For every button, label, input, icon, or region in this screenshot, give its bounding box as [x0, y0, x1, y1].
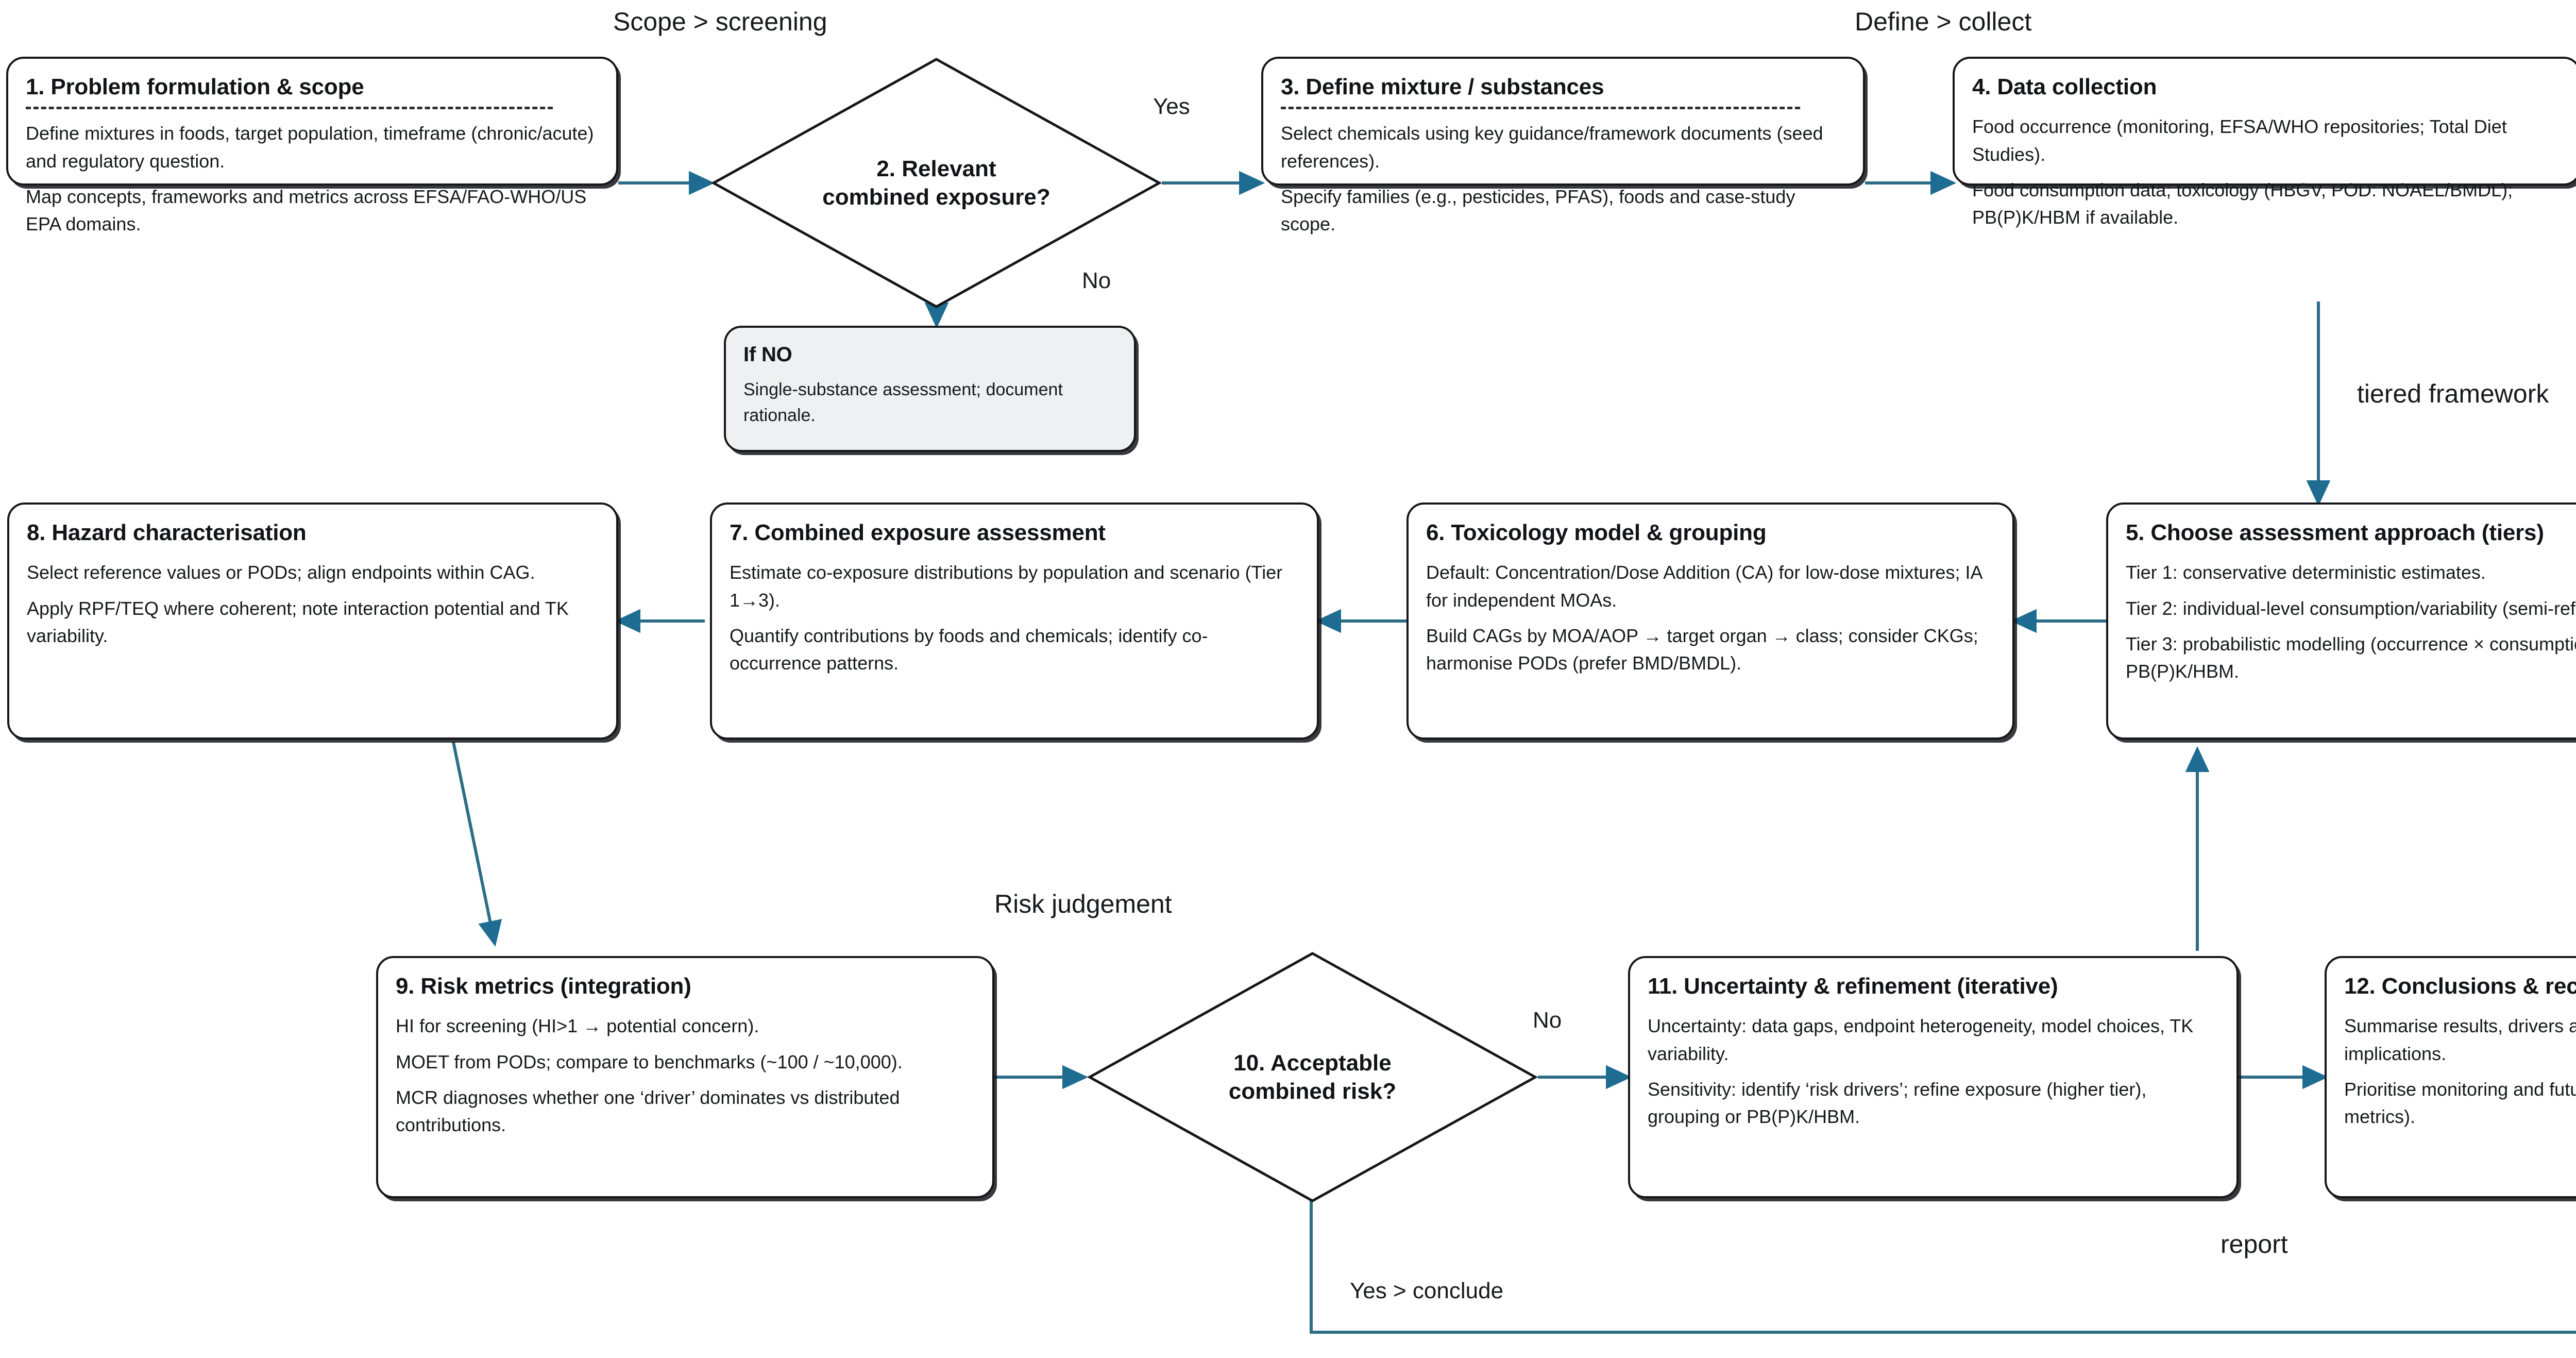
edge-8-to-9: [452, 742, 502, 947]
edge-label-no-from-2: No: [1082, 268, 1111, 293]
diamond-label: 10. Acceptable combined risk?: [1087, 951, 1538, 1203]
node-hazard-characterisation[interactable]: 8. Hazard characterisation Select refere…: [7, 502, 618, 740]
node-line: Estimate co-exposure distributions by po…: [730, 562, 1283, 611]
diamond-label-line: combined risk?: [1228, 1079, 1397, 1104]
annotation-define-collect: Define > collect: [1855, 7, 2032, 36]
node-line: Tier 3: probabilistic modelling (occurre…: [2126, 633, 2576, 682]
node-line: MOET from PODs; compare to benchmarks (~…: [396, 1051, 903, 1072]
diamond-shape: [711, 58, 1162, 308]
edge-label-yes-conclude: Yes > conclude: [1350, 1278, 1504, 1303]
annotation-risk-judgement: Risk judgement: [994, 890, 1172, 918]
node-line: Tier 2: individual-level consumption/var…: [2126, 597, 2576, 619]
node-acceptable-combined-risk[interactable]: 10. Acceptable combined risk?: [1087, 951, 1538, 1203]
node-line: Default: Concentration/Dose Addition (CA…: [1426, 562, 1982, 611]
node-data-collection[interactable]: 4. Data collection Food occurrence (moni…: [1953, 57, 2576, 228]
node-line: Quantify contributions by foods and chem…: [730, 625, 1208, 674]
node-title: 7. Combined exposure assessment: [730, 520, 1106, 545]
node-separator: [26, 107, 553, 110]
node-uncertainty-refinement[interactable]: 11. Uncertainty & refinement (iterative)…: [1628, 956, 2239, 1198]
node-line: Define mixtures in foods, target populat…: [26, 123, 594, 172]
node-title: 11. Uncertainty & refinement (iterative): [1648, 974, 2058, 999]
node-combined-exposure-assessment[interactable]: 7. Combined exposure assessment Estimate…: [710, 502, 1319, 740]
node-conclusions-recommendations[interactable]: 12. Conclusions & recommendations Summar…: [2325, 956, 2576, 1198]
node-title: 9. Risk metrics (integration): [396, 974, 691, 999]
node-title: 4. Data collection: [1972, 74, 2157, 99]
node-line: Food occurrence (monitoring, EFSA/WHO re…: [1972, 116, 2507, 165]
node-define-mixture[interactable]: 3. Define mixture / substances Select ch…: [1261, 57, 1865, 234]
node-choose-assessment-approach[interactable]: 5. Choose assessment approach (tiers) Ti…: [2106, 502, 2576, 740]
node-relevant-combined-exposure[interactable]: 2. Relevant combined exposure?: [711, 57, 1162, 309]
diamond-label: 2. Relevant combined exposure?: [711, 57, 1162, 309]
node-line: Select reference values or PODs; align e…: [27, 562, 535, 583]
node-title: 5. Choose assessment approach (tiers): [2126, 520, 2544, 545]
node-line: Single-substance assessment; document ra…: [743, 379, 1063, 426]
node-line: Sensitivity: identify ‘risk drivers’; re…: [1648, 1078, 2147, 1128]
node-line: MCR diagnoses whether one ‘driver’ domin…: [396, 1086, 900, 1136]
node-line: Tier 1: conservative deterministic estim…: [2126, 562, 2486, 583]
node-line: Map concepts, frameworks and metrics acr…: [26, 186, 587, 235]
node-line: Select chemicals using key guidance/fram…: [1281, 123, 1823, 172]
diamond-label-line: combined exposure?: [822, 185, 1050, 210]
edge-10-yes-to-12: [1310, 1185, 2576, 1334]
node-line: Apply RPF/TEQ where coherent; note inter…: [27, 597, 569, 646]
node-title: 1. Problem formulation & scope: [26, 74, 364, 99]
node-line: Build CAGs by MOA/AOP → target organ → c…: [1426, 625, 1978, 674]
diamond-label-line: 10. Acceptable: [1233, 1050, 1392, 1076]
node-problem-formulation[interactable]: 1. Problem formulation & scope Define mi…: [6, 57, 618, 234]
node-line: Uncertainty: data gaps, endpoint heterog…: [1648, 1015, 2194, 1064]
node-line: Summarise results, drivers and robustnes…: [2344, 1015, 2576, 1064]
annotation-report: report: [2221, 1230, 2288, 1259]
diamond-shape: [1087, 952, 1538, 1202]
annotation-tiered-framework: tiered framework: [2357, 379, 2549, 408]
node-title: 12. Conclusions & recommendations: [2344, 974, 2576, 999]
node-line: Specify families (e.g., pesticides, PFAS…: [1281, 186, 1795, 235]
edge-label-yes-from-2: Yes: [1153, 94, 1190, 119]
node-if-no[interactable]: If NO Single-substance assessment; docum…: [724, 326, 1136, 452]
node-line: Prioritise monitoring and future methodo…: [2344, 1078, 2576, 1128]
edge-label-no-from-10: No: [1533, 1008, 1562, 1033]
node-line: HI for screening (HI>1 → potential conce…: [396, 1015, 759, 1037]
node-line: Food consumption data; toxicology (HBGV,…: [1972, 179, 2513, 228]
node-separator: [1281, 107, 1801, 110]
diamond-label-line: 2. Relevant: [876, 156, 996, 181]
node-title: 6. Toxicology model & grouping: [1426, 520, 1767, 545]
node-title: 8. Hazard characterisation: [27, 520, 307, 545]
node-title: If NO: [743, 343, 792, 366]
node-title: 3. Define mixture / substances: [1281, 74, 1604, 99]
annotation-scope-screening: Scope > screening: [613, 7, 827, 36]
node-toxicology-model-grouping[interactable]: 6. Toxicology model & grouping Default: …: [1406, 502, 2014, 740]
node-risk-metrics[interactable]: 9. Risk metrics (integration) HI for scr…: [376, 956, 994, 1198]
